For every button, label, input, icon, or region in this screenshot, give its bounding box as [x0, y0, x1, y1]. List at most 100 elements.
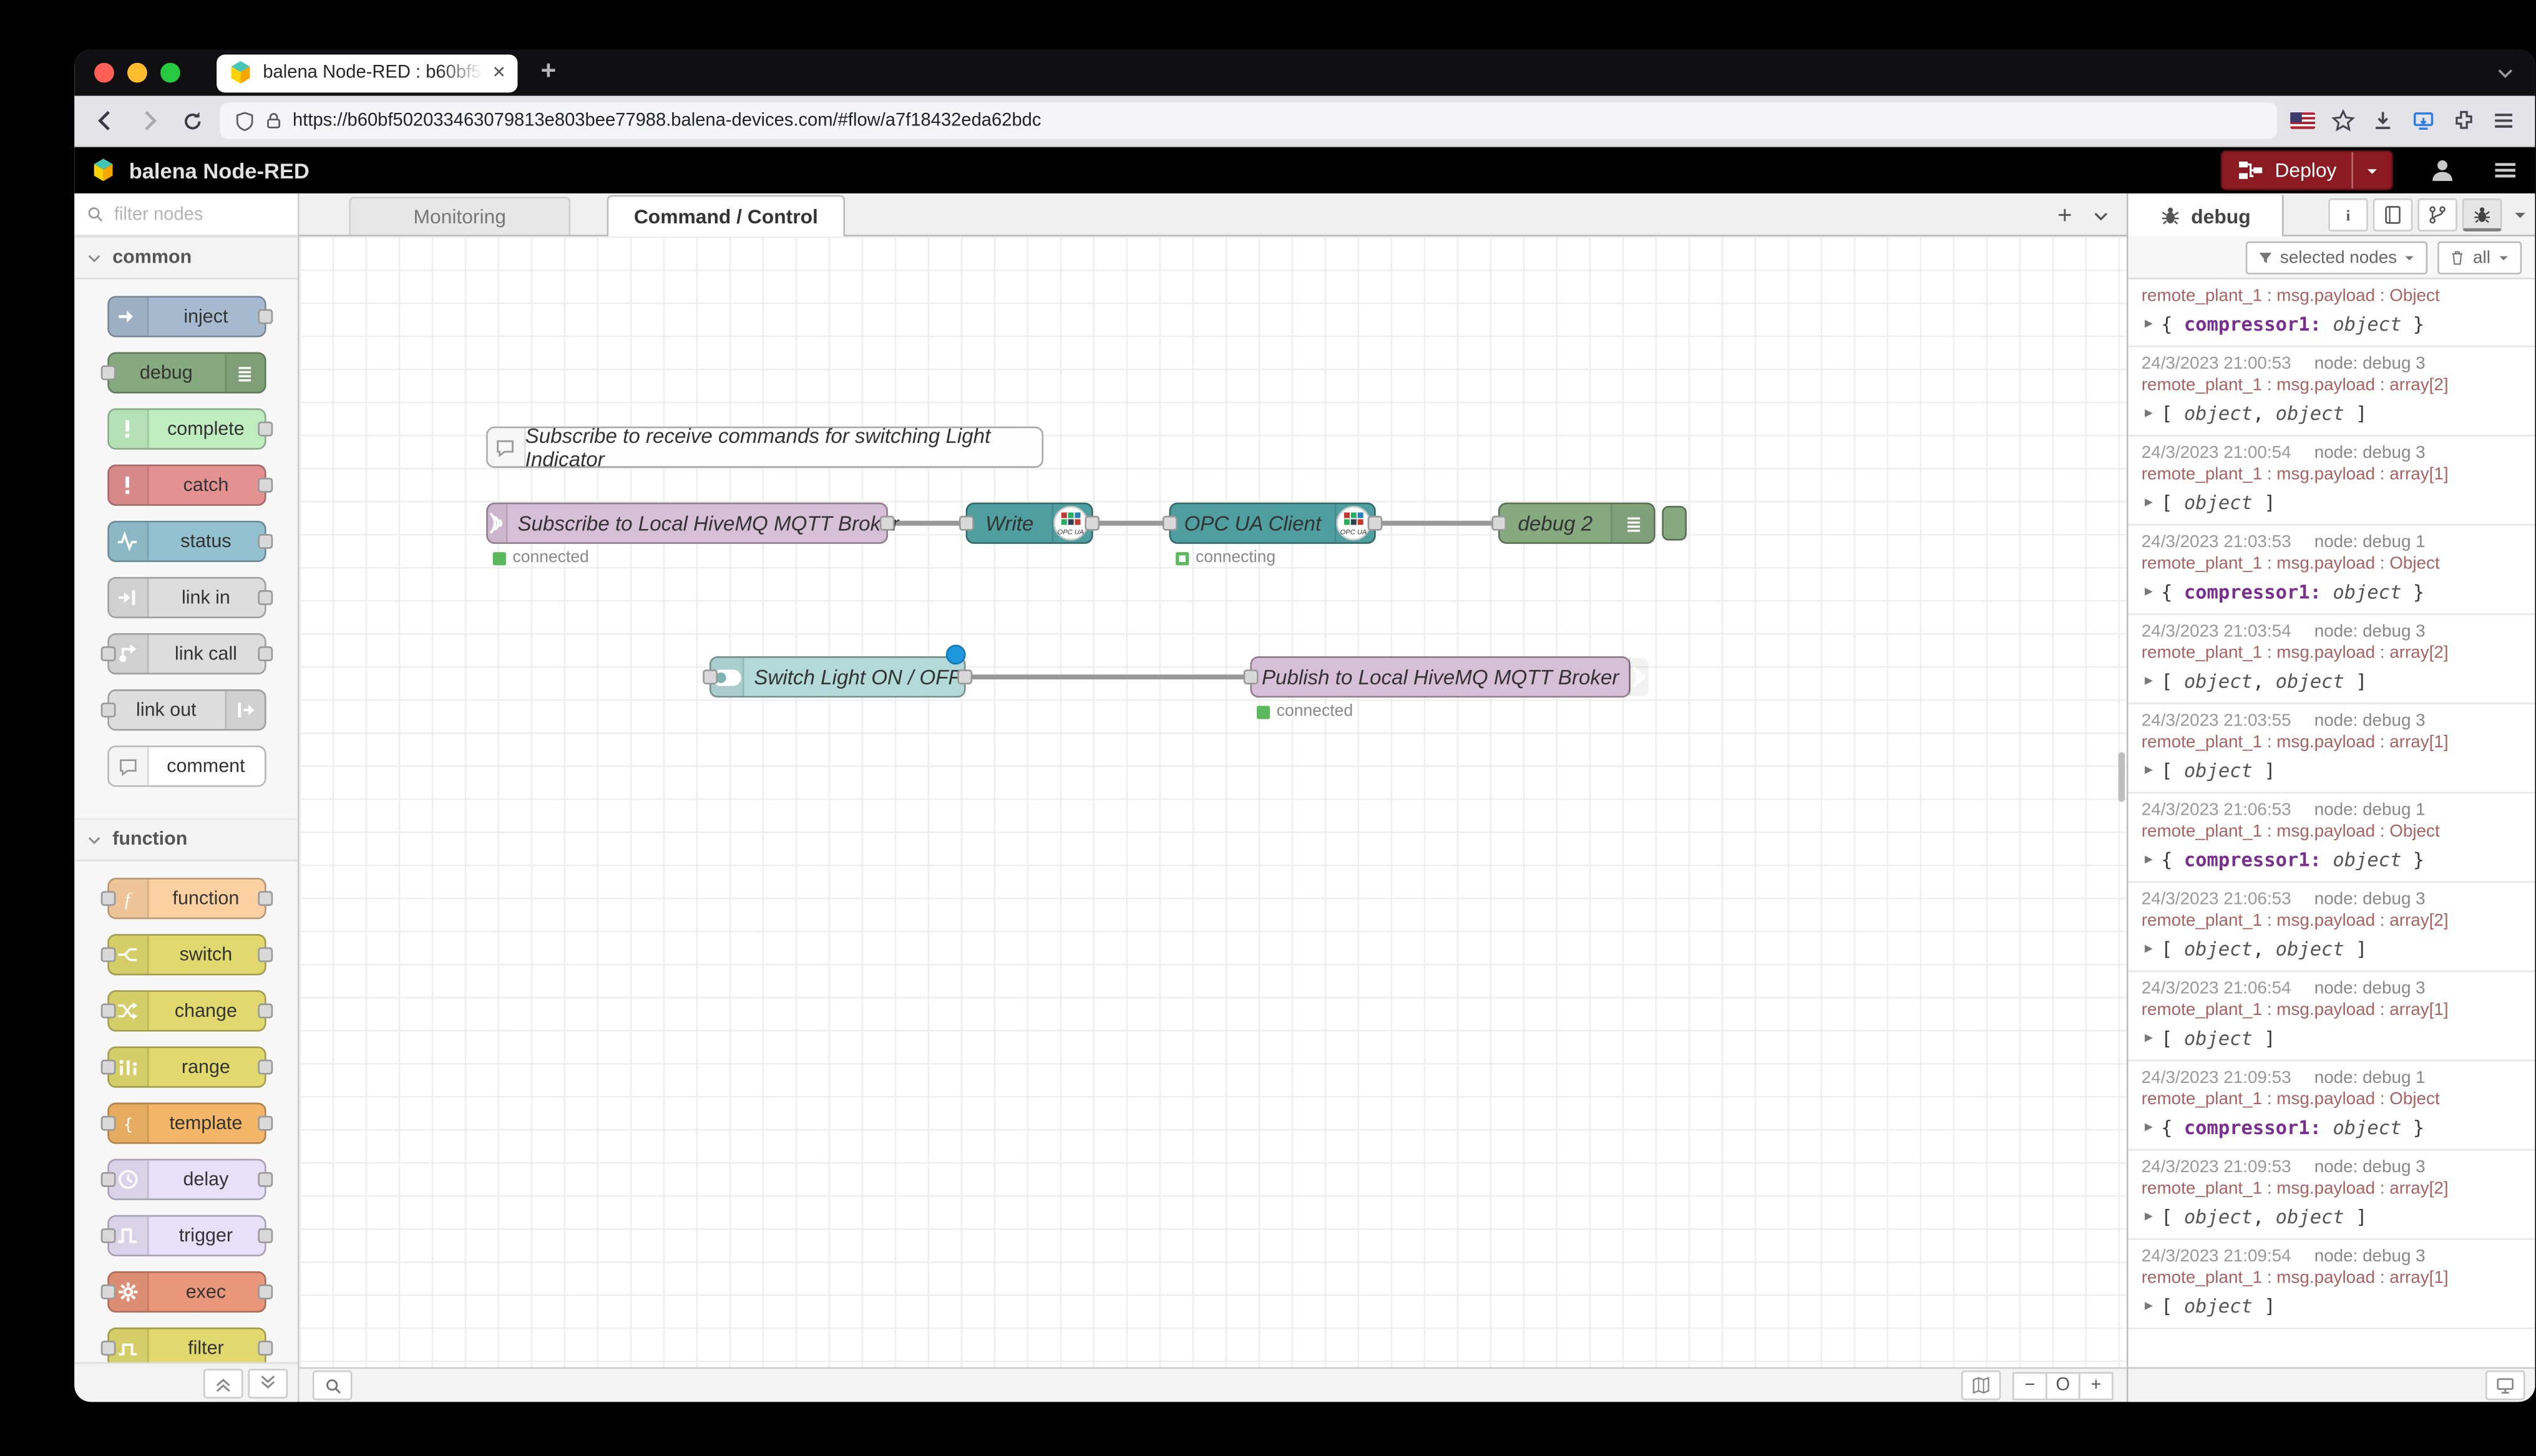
debug-message-timestamp: 24/3/2023 21:03:55 [2141, 711, 2291, 731]
expand-triangle-icon[interactable]: ▶ [2145, 940, 2153, 956]
debug-enable-button[interactable] [1662, 505, 1687, 541]
node-changed-indicator [945, 644, 966, 665]
palette-node-label: range [181, 1057, 230, 1077]
expand-all-categories-button[interactable] [248, 1367, 288, 1398]
expand-triangle-icon[interactable]: ▶ [2145, 1119, 2153, 1134]
workspace[interactable]: Subscribe to receive commands for switch… [299, 236, 2127, 1367]
back-icon[interactable] [91, 109, 121, 132]
maximize-window-button[interactable] [160, 62, 180, 83]
svg-text:{: { [122, 1115, 132, 1133]
node-port-input [100, 891, 115, 906]
reload-icon[interactable] [177, 110, 207, 131]
palette-node-change[interactable]: change [100, 990, 272, 1032]
flow-node-mqtt-out[interactable]: Publish to Local HiveMQ MQTT Broker [1243, 656, 1649, 698]
palette-node-status[interactable]: status [106, 520, 272, 563]
zoom-reset-button[interactable]: O [2046, 1371, 2080, 1400]
palette-node-debug[interactable]: debug [100, 352, 266, 394]
palette-node-catch[interactable]: catch [106, 464, 272, 506]
url-bar[interactable]: https://b60bf502033463079813e803bee77988… [220, 102, 2278, 139]
palette-filter-input[interactable] [110, 202, 283, 226]
help-book-tab-icon[interactable] [2373, 198, 2413, 231]
expand-triangle-icon[interactable]: ▶ [2145, 316, 2153, 331]
tab-debug[interactable]: debug [2128, 195, 2284, 236]
forward-icon[interactable] [134, 109, 164, 132]
info-tab-icon[interactable]: i [2328, 198, 2368, 231]
svg-text:f: f [125, 888, 132, 909]
bookmark-star-icon[interactable] [2331, 109, 2355, 132]
palette-node-trigger[interactable]: trigger [100, 1215, 272, 1257]
minimize-window-button[interactable] [127, 62, 147, 83]
palette-node-inject[interactable]: inject [106, 296, 272, 337]
tab-command-control[interactable]: Command / Control [607, 195, 846, 236]
debug-filter-button[interactable]: selected nodes [2245, 240, 2429, 274]
flow-node-debug-2[interactable]: debug 2 [1491, 502, 1656, 544]
flow-list-caret-icon[interactable] [2092, 206, 2110, 225]
device-sync-icon[interactable] [2411, 109, 2436, 132]
comment-node[interactable]: Subscribe to receive commands for switch… [486, 424, 1044, 470]
palette-node-complete[interactable]: complete [106, 408, 272, 450]
shield-icon[interactable] [235, 110, 255, 131]
main-menu-icon[interactable] [2492, 158, 2519, 182]
expand-triangle-icon[interactable]: ▶ [2145, 1298, 2153, 1313]
palette-node-template[interactable]: {template [100, 1102, 272, 1144]
zoom-in-button[interactable]: + [2079, 1371, 2114, 1400]
flow-node-mqtt-in[interactable]: Subscribe to Local HiveMQ MQTT Broker [486, 502, 899, 544]
add-flow-button[interactable]: + [2057, 201, 2072, 230]
palette-node-filter[interactable]: filter [100, 1327, 272, 1362]
palette-node-range[interactable]: range [100, 1046, 272, 1088]
flow-node-switch-light[interactable]: Switch Light ON / OFF [703, 656, 973, 698]
new-tab-button[interactable]: + [540, 57, 557, 86]
palette-node-link-out[interactable]: link out [100, 689, 266, 731]
close-window-button[interactable] [94, 62, 114, 83]
expand-triangle-icon[interactable]: ▶ [2145, 405, 2153, 420]
palette-node-link-call[interactable]: link call [100, 633, 272, 675]
node-port-output [257, 1172, 272, 1187]
deploy-button[interactable]: Deploy [2220, 150, 2393, 190]
download-icon[interactable] [2371, 109, 2394, 132]
project-branch-tab-icon[interactable] [2417, 198, 2457, 231]
palette-node-comment[interactable]: comment [106, 745, 266, 787]
debug-message-topic: remote_plant_1 : msg.payload : array[2] [2141, 375, 2449, 396]
debug-message-payload: ▶[ object ] [2142, 759, 2522, 782]
user-icon[interactable] [2429, 157, 2456, 183]
palette-node-switch[interactable]: switch [100, 934, 272, 976]
sidebar-options-caret-icon[interactable] [2512, 206, 2529, 223]
menu-hamburger-icon[interactable] [2492, 109, 2515, 132]
expand-triangle-icon[interactable]: ▶ [2145, 851, 2153, 866]
list-tabs-chevron-icon[interactable] [2495, 63, 2515, 83]
deploy-options-caret-icon[interactable] [2351, 152, 2391, 189]
canvas-scrollbar[interactable] [2118, 752, 2125, 802]
expand-triangle-icon[interactable]: ▶ [2145, 583, 2153, 599]
tab-monitoring[interactable]: Monitoring [349, 197, 571, 235]
flag-extension-icon[interactable] [2290, 112, 2316, 129]
debug-clear-button[interactable]: all [2438, 240, 2522, 274]
palette-node-delay[interactable]: delay [100, 1158, 272, 1200]
expand-triangle-icon[interactable]: ▶ [2145, 762, 2153, 777]
palette-search[interactable] [74, 193, 298, 236]
node-port-input [100, 1003, 115, 1019]
collapse-all-categories-button[interactable] [203, 1367, 243, 1398]
browser-tab[interactable]: balena Node-RED : b60bf5020 ✕ [217, 54, 518, 92]
close-tab-icon[interactable]: ✕ [492, 64, 506, 82]
debug-tab-icon[interactable] [2462, 198, 2502, 231]
navigator-map-icon[interactable] [1961, 1370, 2001, 1400]
search-flows-button[interactable] [312, 1370, 353, 1400]
debug-message-topic: remote_plant_1 : msg.payload : array[2] [2141, 911, 2449, 931]
palette-node-link-in[interactable]: link in [106, 576, 272, 619]
expand-triangle-icon[interactable]: ▶ [2145, 672, 2153, 688]
lock-icon[interactable] [265, 111, 283, 131]
expand-triangle-icon[interactable]: ▶ [2145, 494, 2153, 510]
zoom-out-button[interactable]: − [2012, 1371, 2047, 1400]
palette-category-function[interactable]: function [74, 818, 298, 861]
open-debug-window-icon[interactable] [2485, 1370, 2525, 1400]
palette-category-common[interactable]: common [74, 236, 298, 279]
palette-node-exec[interactable]: exec [100, 1271, 272, 1313]
palette-node-label: change [174, 1001, 237, 1021]
expand-triangle-icon[interactable]: ▶ [2145, 1029, 2153, 1045]
extensions-puzzle-icon[interactable] [2452, 109, 2475, 132]
expand-triangle-icon[interactable]: ▶ [2145, 1208, 2153, 1224]
